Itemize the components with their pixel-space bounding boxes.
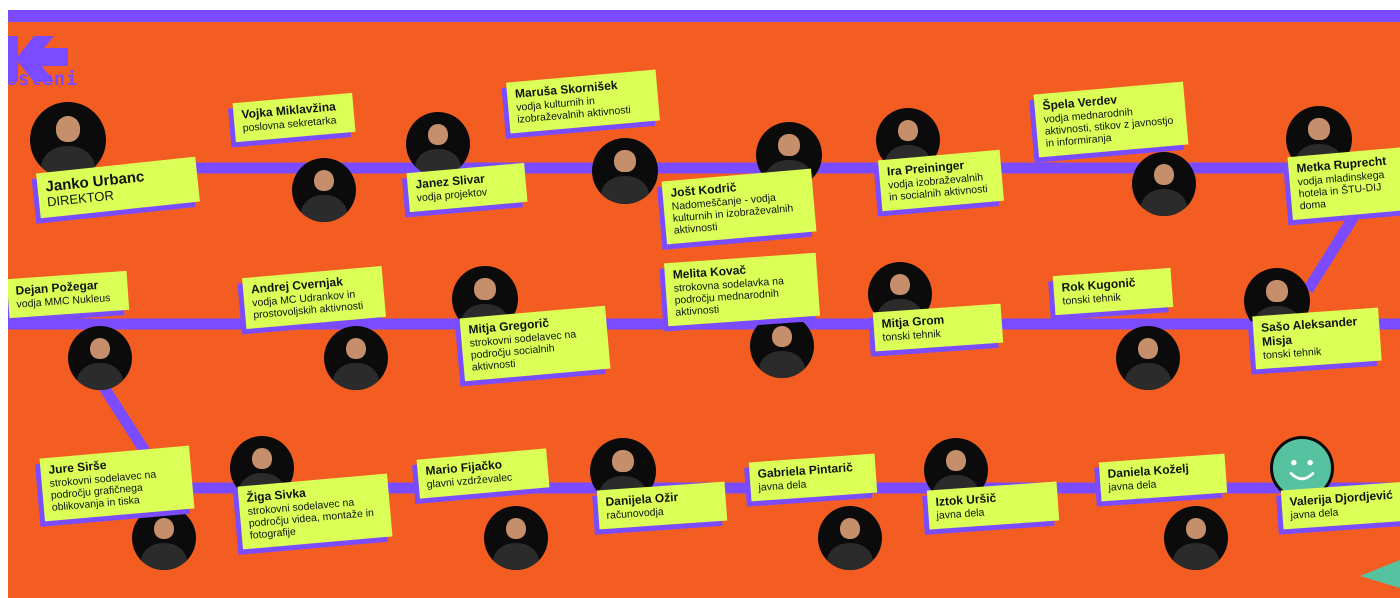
staff-photo	[818, 506, 882, 570]
logo-text: osleni	[8, 68, 78, 90]
staff-photo	[406, 112, 470, 176]
staff-photo	[1132, 152, 1196, 216]
staff-photo	[292, 158, 356, 222]
staff-photo	[324, 326, 388, 390]
staff-photo	[1164, 506, 1228, 570]
staff-photo	[68, 326, 132, 390]
staff-photo	[484, 506, 548, 570]
staff-photo	[592, 138, 658, 204]
logo	[8, 36, 68, 82]
staff-photo	[1116, 326, 1180, 390]
next-arrow-icon[interactable]	[1360, 556, 1400, 588]
staff-photo	[132, 506, 196, 570]
top-bar	[8, 10, 1400, 22]
staff-photo	[750, 314, 814, 378]
staff-role: vodja mladinskega hotela in ŠTU-DIJ doma	[1297, 168, 1385, 213]
